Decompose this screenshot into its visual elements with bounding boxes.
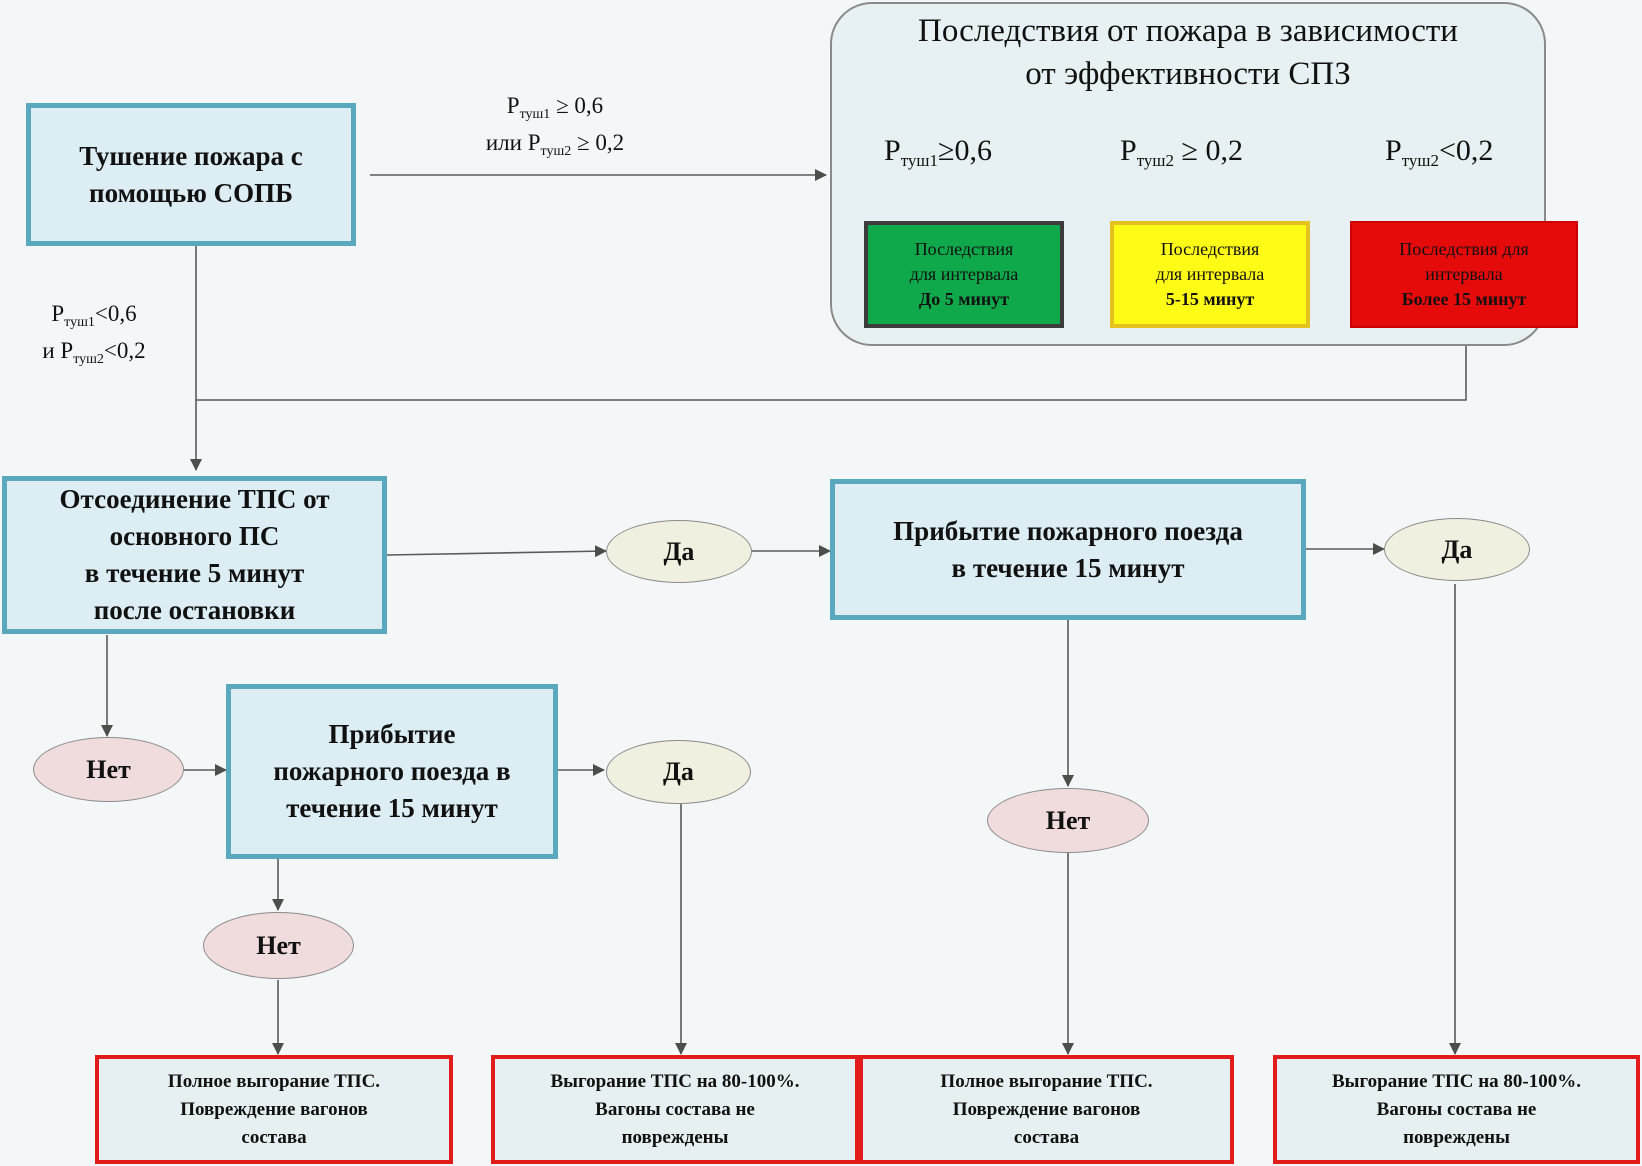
- outcome-box-3: Полное выгорание ТПС. Повреждение вагоно…: [859, 1055, 1234, 1164]
- node-arrival-right: Прибытие пожарного поезда в течение 15 м…: [830, 479, 1306, 620]
- decision-no-2: Нет: [203, 912, 354, 979]
- node-arrival-left: Прибытие пожарного поезда в течение 15 м…: [226, 684, 558, 859]
- node-extinguish-text: Тушение пожара с помощью СОПБ: [79, 140, 303, 208]
- outcome-box-1: Полное выгорание ТПС. Повреждение вагоно…: [95, 1055, 453, 1164]
- edge-label-failure: Pтуш1<0,6 и Pтуш2<0,2: [42, 301, 146, 367]
- decision-yes-2: Да: [1384, 518, 1530, 581]
- panel-condition-2: Pтуш2 ≥ 0,2: [1120, 134, 1243, 170]
- panel-title: Последствия от пожара в зависимости от э…: [918, 13, 1458, 92]
- decision-no-3: Нет: [987, 788, 1149, 853]
- decision-yes-3: Да: [606, 740, 751, 804]
- interval-box-up-to-5-min: Последствия для интервала До 5 минут: [864, 221, 1064, 328]
- outcome-box-4: Выгорание ТПС на 80-100%. Вагоны состава…: [1273, 1055, 1640, 1164]
- arrow-disconnect-to-yes: [386, 545, 607, 558]
- outcome-box-2: Выгорание ТПС на 80-100%. Вагоны состава…: [491, 1055, 859, 1164]
- panel-condition-3: Pтуш2<0,2: [1385, 134, 1494, 170]
- decision-yes-1: Да: [606, 520, 752, 583]
- node-disconnect: Отсоединение ТПС от основного ПС в течен…: [2, 476, 387, 634]
- interval-box-over-15-min: Последствия для интервала Более 15 минут: [1350, 221, 1578, 328]
- edge-label-success: Pтуш1 ≥ 0,6 или Pтуш2 ≥ 0,2: [485, 93, 625, 159]
- interval-box-5-15-min: Последствия для интервала 5-15 минут: [1110, 221, 1310, 328]
- line-red-feedback: [196, 343, 1467, 401]
- node-extinguish: Тушение пожара с помощью СОПБ: [26, 103, 356, 246]
- decision-no-1: Нет: [33, 737, 184, 802]
- panel-condition-1: Pтуш1≥0,6: [884, 134, 992, 170]
